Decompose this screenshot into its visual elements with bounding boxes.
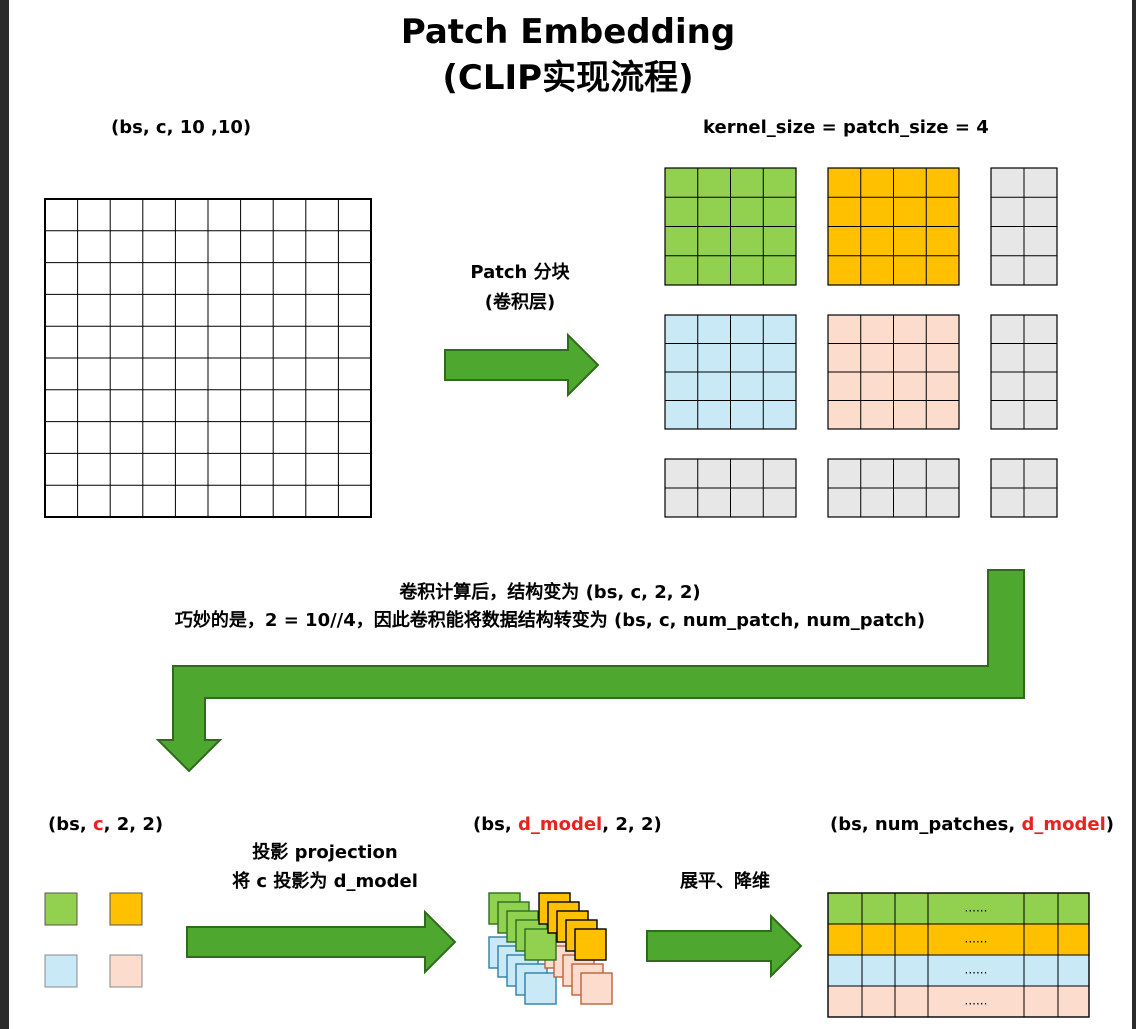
stage1-green-square [44,892,78,926]
conv-note-line-1: 卷积计算后，结构变为 (bs, c, 2, 2) [399,582,701,603]
projection-label-1: 投影 projection [252,842,398,863]
conv-note-line-2: 巧妙的是，2 = 10//4，因此卷积能将数据结构转变为 (bs, c, num… [174,610,926,631]
flow-arrows [155,332,1025,979]
flatten-arrow [646,913,803,979]
stage1-orange-square [109,892,143,926]
stage2-blue-stack-layer [524,972,557,1005]
patch-gray-right-1 [990,167,1058,286]
elbow-arrow [155,569,1025,773]
stage3-row [827,923,1090,956]
stage3-label-highlight: d_model [1021,814,1106,835]
kernel-size-label: kernel_size = patch_size = 4 [703,117,989,138]
stage1-peach-square [109,954,143,988]
stage3-frame [827,892,1090,1018]
projection-arrow [186,909,457,975]
stage2-peach-stack-layer [580,972,613,1005]
title-line-1: Patch Embedding [400,12,736,52]
patch-blue [664,314,797,430]
patch-gray-bottom-2 [827,458,960,518]
right-edge [1132,0,1136,1029]
stage2-shape-label: (bs, d_model, 2, 2) [473,814,662,836]
patch-arrow [444,332,600,398]
patch-gray-bottom-3 [990,458,1058,518]
stage2-label-suffix: , 2, 2) [602,814,662,835]
input-grid-cells [44,198,372,518]
stage2-stacks [488,892,613,1005]
title-line-2: (CLIP实现流程) [442,58,694,98]
stage3-ellipsis: ...... [965,963,988,977]
stage3-ellipsis: ...... [965,932,988,946]
left-edge [0,0,9,1029]
stage1-label-suffix: , 2, 2) [103,814,164,835]
stage3-table: ........................ [827,892,1090,1018]
patch-orange [827,167,960,286]
flatten-label: 展平、降维 [680,871,770,892]
stage3-label-prefix: (bs, num_patches, [830,814,1022,835]
stage3-row [827,954,1090,987]
patch-gray-right-2 [990,314,1058,430]
stage3-row [827,892,1090,925]
stage2-label-prefix: (bs, [473,814,518,835]
stage2-green-stack-layer [524,928,557,961]
patch-gray-bottom-1 [664,458,797,518]
patch-grid [664,167,1058,518]
patch-arrow-label-2: (卷积层) [484,292,556,313]
stage3-ellipsis: ...... [965,901,988,915]
patch-peach [827,314,960,430]
stage1-label-prefix: (bs, [48,814,93,835]
stage3-row [827,985,1090,1018]
stage2-orange-stack-layer [574,928,607,961]
stage1-label-highlight: c [92,814,104,835]
input-shape-label: (bs, c, 10 ,10) [111,117,252,138]
stage3-ellipsis: ...... [965,994,988,1008]
stage3-shape-label: (bs, num_patches, d_model) [830,814,1114,836]
patch-green [664,167,797,286]
input-grid [44,198,372,518]
stage3-label-suffix: ) [1105,814,1114,835]
stage1-squares [44,892,143,988]
patch-arrow-label-1: Patch 分块 [470,262,570,283]
projection-label-2: 将 c 投影为 d_model [232,871,418,892]
stage2-label-highlight: d_model [517,814,603,835]
stage1-blue-square [44,954,78,988]
stage1-shape-label: (bs, c, 2, 2) [48,814,163,836]
